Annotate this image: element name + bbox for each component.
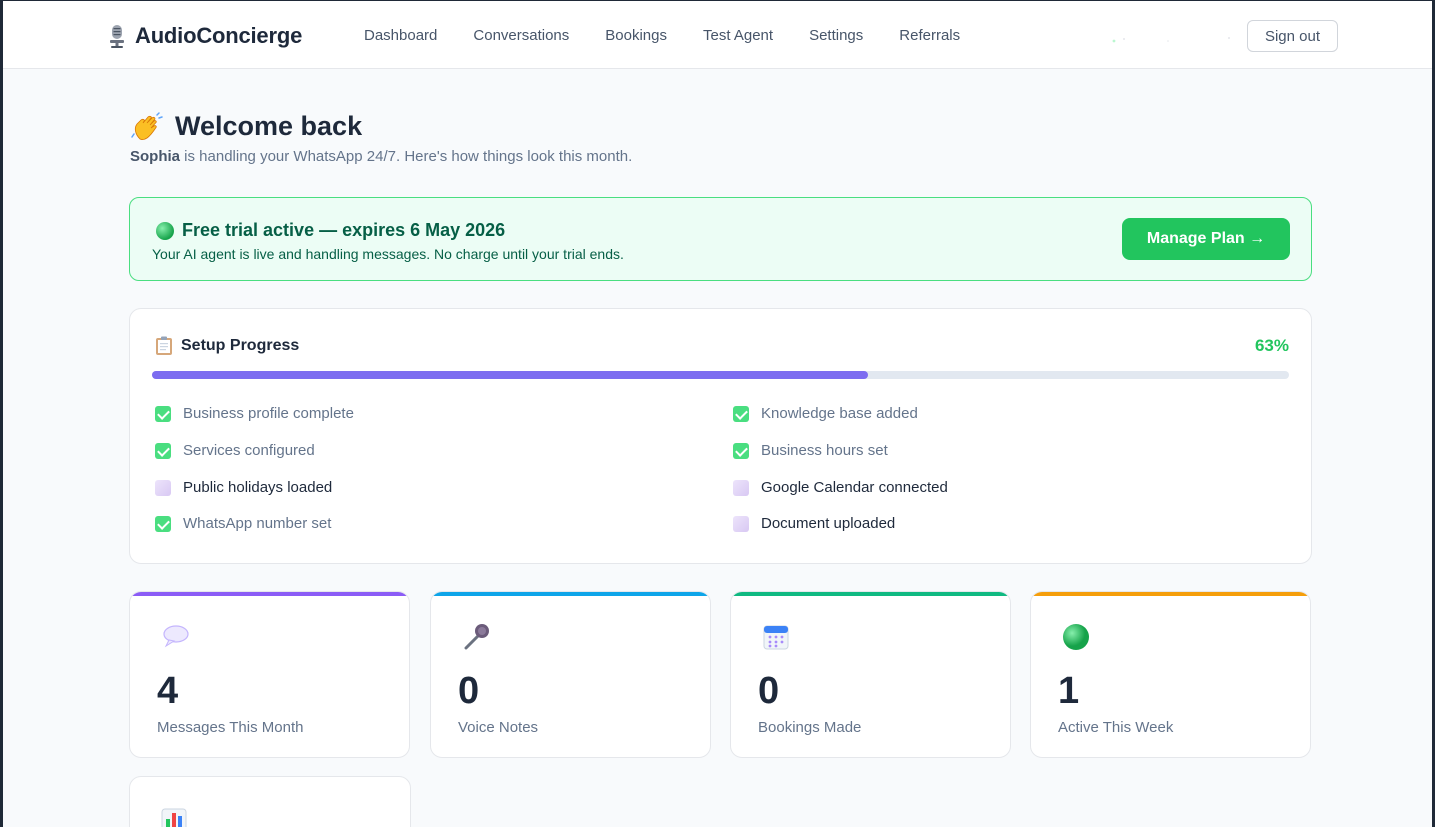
main-nav: Dashboard Conversations Bookings Test Ag…: [364, 27, 960, 44]
stat-card-analytics: [129, 776, 411, 827]
task-label: Document uploaded: [761, 515, 896, 532]
nav-referrals[interactable]: Referrals: [899, 27, 961, 44]
card-accent: [1031, 592, 1310, 596]
task-label: Business profile complete: [183, 405, 354, 422]
sign-out-button[interactable]: Sign out: [1247, 20, 1338, 52]
nav-bookings[interactable]: Bookings: [605, 27, 667, 44]
task-services[interactable]: Services configured: [155, 442, 315, 459]
trial-title: Free trial active — expires 6 May 2026: [182, 220, 506, 240]
checkbox-icon: [155, 479, 171, 496]
welcome-subtitle-text: is handling your WhatsApp 24/7. Here's h…: [180, 148, 633, 165]
green-circle-icon: [156, 221, 174, 240]
stat-label: Voice Notes: [458, 719, 539, 736]
stat-label: Messages This Month: [157, 719, 304, 736]
task-business-profile[interactable]: Business profile complete: [155, 405, 354, 422]
checkbox-icon: [733, 405, 749, 422]
welcome-section: Welcome back: [131, 111, 362, 142]
nav-conversations[interactable]: Conversations: [473, 27, 570, 44]
checkbox-icon: [733, 479, 749, 496]
brand-name: AudioConcierge: [135, 23, 303, 48]
agent-name: Sophia: [130, 148, 181, 165]
nav-dashboard[interactable]: Dashboard: [364, 27, 438, 44]
stat-label: Bookings Made: [758, 719, 862, 736]
task-public-holidays[interactable]: Public holidays loaded: [155, 479, 332, 496]
checkbox-icon: [155, 442, 171, 459]
trial-description: Your AI agent is live and handling messa…: [152, 246, 624, 262]
trial-title-row: Free trial active — expires 6 May 2026: [156, 220, 505, 241]
welcome-subtitle: Sophia is handling your WhatsApp 24/7. H…: [130, 148, 632, 165]
card-accent: [130, 592, 409, 596]
clipboard-icon: [156, 336, 172, 355]
setup-progress-card: Setup Progress 63% Business profile comp…: [129, 308, 1312, 564]
stat-card-messages: 4 Messages This Month: [129, 591, 410, 758]
stat-label: Active This Week: [1058, 719, 1174, 736]
task-label: WhatsApp number set: [183, 515, 332, 532]
task-label: Services configured: [183, 442, 315, 459]
setup-percentage: 63%: [1254, 336, 1289, 355]
stat-value: 1: [1058, 670, 1080, 712]
setup-progress-fill: [152, 371, 869, 379]
green-circle-icon: [1063, 624, 1089, 650]
task-knowledge-base[interactable]: Knowledge base added: [733, 405, 918, 422]
speech-bubble-icon: [163, 625, 189, 648]
trial-banner: Free trial active — expires 6 May 2026 Y…: [129, 197, 1312, 281]
page-title: Welcome back: [131, 111, 362, 142]
welcome-title: Welcome back: [175, 111, 363, 141]
task-label: Knowledge base added: [761, 405, 918, 422]
checkbox-icon: [155, 515, 171, 532]
task-document-uploaded[interactable]: Document uploaded: [733, 515, 895, 532]
checkbox-icon: [155, 405, 171, 422]
microphone-icon: [464, 624, 489, 650]
stat-value: 0: [758, 670, 780, 712]
setup-title-row: Setup Progress: [155, 336, 299, 356]
manage-plan-button[interactable]: Manage Plan →: [1122, 218, 1290, 260]
nav-test-agent[interactable]: Test Agent: [703, 27, 774, 44]
stat-card-voice-notes: 0 Voice Notes: [430, 591, 711, 758]
setup-progress-bar: [152, 371, 1289, 379]
checkbox-icon: [733, 515, 749, 532]
task-label: Public holidays loaded: [183, 479, 333, 496]
task-google-calendar[interactable]: Google Calendar connected: [733, 479, 948, 496]
microphone-logo-icon: [110, 25, 124, 48]
top-navigation-bar: AudioConcierge Dashboard Conversations B…: [3, 1, 1432, 69]
stat-value: 0: [458, 670, 480, 712]
stat-card-bookings: 0 Bookings Made: [730, 591, 1011, 758]
checkbox-icon: [733, 442, 749, 459]
waving-hand-icon: [131, 111, 163, 140]
status-indicator-icon: [1112, 37, 1230, 43]
task-label: Business hours set: [761, 442, 888, 459]
task-business-hours[interactable]: Business hours set: [733, 442, 888, 459]
stat-card-active: 1 Active This Week: [1030, 591, 1311, 758]
card-accent: [431, 592, 710, 596]
calendar-icon: [763, 625, 789, 650]
setup-title: Setup Progress: [181, 337, 300, 354]
brand[interactable]: AudioConcierge: [107, 23, 302, 49]
bar-chart-icon: [161, 808, 187, 827]
task-whatsapp-number[interactable]: WhatsApp number set: [155, 515, 331, 532]
stat-value: 4: [157, 670, 179, 712]
task-label: Google Calendar connected: [761, 479, 948, 496]
nav-settings[interactable]: Settings: [809, 27, 864, 44]
card-accent: [731, 592, 1010, 596]
